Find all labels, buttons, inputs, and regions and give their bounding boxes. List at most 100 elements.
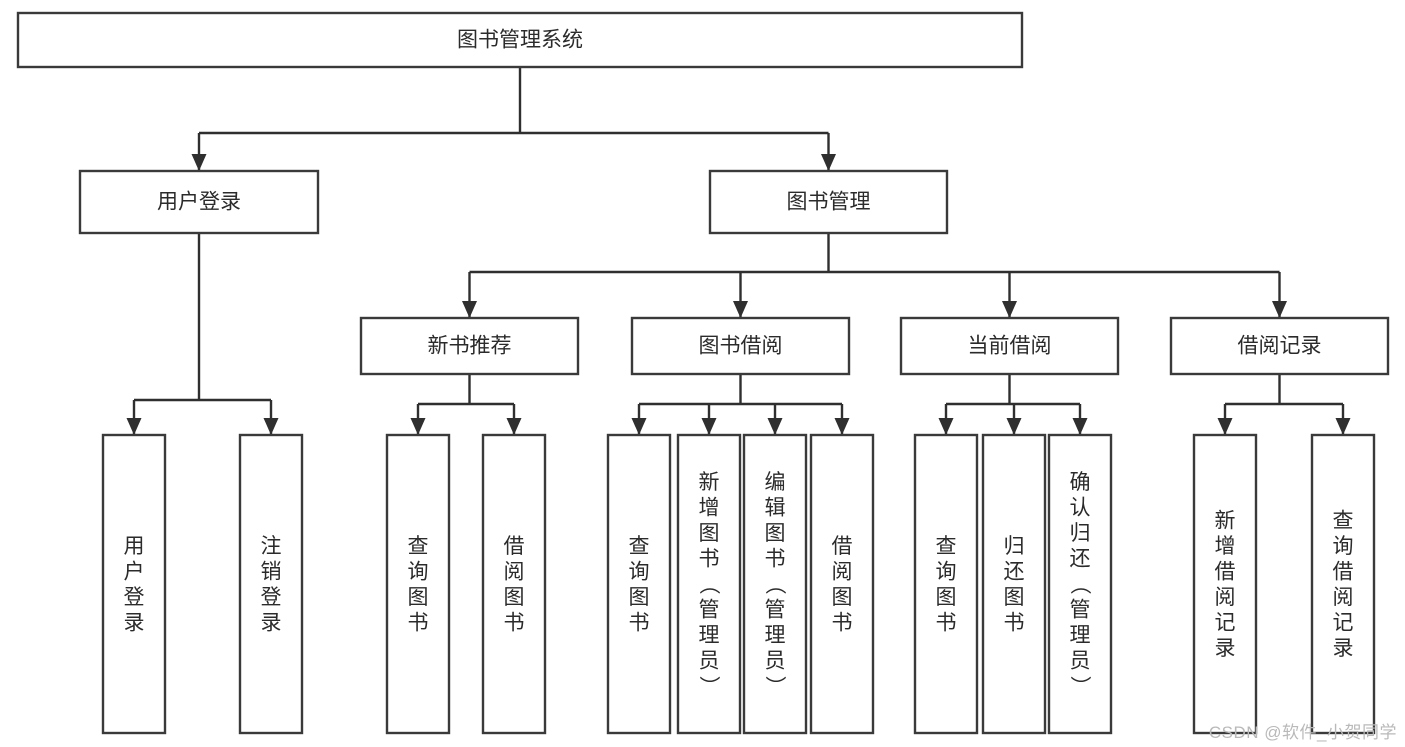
node-label-char: 归 xyxy=(1004,535,1025,558)
node-label-char: ） xyxy=(763,676,786,697)
node-label-char: 书 xyxy=(832,611,853,634)
node-label-char: 图 xyxy=(504,586,525,609)
conn-borrow-record-arrow-0 xyxy=(1217,418,1233,435)
node-label-char: 记 xyxy=(1333,611,1354,634)
node-label-char: 图 xyxy=(629,586,650,609)
node-label-char: 询 xyxy=(408,560,429,583)
node-box-leaf-add-borrow-record xyxy=(1192,433,1258,735)
conn-new-book-recommend-arrow-0 xyxy=(410,418,426,435)
node-leaf-user-login[interactable]: 用户登录 xyxy=(101,433,167,735)
node-new-book-recommend[interactable]: 新书推荐 xyxy=(359,316,580,376)
node-label-char: 注 xyxy=(261,535,282,558)
node-box-current-borrow xyxy=(899,316,1120,376)
node-label-char: 理 xyxy=(1070,624,1091,647)
node-label-char: 书 xyxy=(765,548,786,571)
node-box-leaf-confirm-return-admin xyxy=(1047,433,1113,735)
node-label-char: 记 xyxy=(1215,611,1236,634)
node-label-char: 登 xyxy=(261,586,282,609)
node-box-leaf-query-borrow-record xyxy=(1310,433,1376,735)
node-label-char: 阅 xyxy=(1215,586,1236,609)
conn-new-book-recommend-arrow-1 xyxy=(506,418,522,435)
node-label-root: 图书管理系统 xyxy=(457,29,583,52)
conn-book-borrow-arrow-2 xyxy=(767,418,783,435)
node-label-char: 销 xyxy=(261,560,282,583)
node-root[interactable]: 图书管理系统 xyxy=(16,11,1024,69)
conn-book-management-arrow-2 xyxy=(1002,301,1017,318)
node-label-char: 录 xyxy=(124,611,145,634)
node-label-char: 管 xyxy=(765,599,786,622)
conn-book-management-arrow-0 xyxy=(462,301,477,318)
node-box-leaf-return-book xyxy=(981,433,1047,735)
node-box-leaf-borrow-book-recommend xyxy=(481,433,547,735)
node-label-char: 确 xyxy=(1070,471,1091,494)
node-borrow-record[interactable]: 借阅记录 xyxy=(1169,316,1390,376)
node-box-user-login xyxy=(78,169,320,235)
node-box-leaf-edit-book-admin xyxy=(742,433,808,735)
node-label-char: 员 xyxy=(699,650,720,673)
node-user-login[interactable]: 用户登录 xyxy=(78,169,320,235)
node-box-leaf-query-book-recommend xyxy=(385,433,451,735)
node-box-book-management xyxy=(708,169,949,235)
node-label-char: （ xyxy=(1068,574,1091,595)
node-label-char: 书 xyxy=(936,611,957,634)
node-label-char: （ xyxy=(763,574,786,595)
node-label-char: 认 xyxy=(1070,497,1091,520)
conn-current-borrow-arrow-0 xyxy=(938,418,954,435)
node-boxes-layer: 图书管理系统用户登录图书管理新书推荐图书借阅当前借阅借阅记录用户登录注销登录查询… xyxy=(16,11,1390,735)
node-label-char: 理 xyxy=(765,624,786,647)
node-label-char: 书 xyxy=(629,611,650,634)
node-book-borrow[interactable]: 图书借阅 xyxy=(630,316,851,376)
node-box-leaf-user-login xyxy=(101,433,167,735)
node-label-borrow-record: 借阅记录 xyxy=(1238,335,1322,358)
node-label-char: 阅 xyxy=(504,560,525,583)
node-label-char: 还 xyxy=(1070,548,1091,571)
conn-root-arrow-0 xyxy=(191,154,207,171)
node-label-char: 借 xyxy=(504,535,525,558)
conn-borrow-record-arrow-1 xyxy=(1335,418,1351,435)
node-label-book-borrow: 图书借阅 xyxy=(699,335,783,358)
node-box-leaf-borrow-book xyxy=(809,433,875,735)
node-label-char: 图 xyxy=(936,586,957,609)
node-label-char: 录 xyxy=(1215,637,1236,660)
node-label-char: 新 xyxy=(699,471,720,494)
node-label-char: 新 xyxy=(1215,509,1236,532)
node-current-borrow[interactable]: 当前借阅 xyxy=(899,316,1120,376)
node-label-char: 书 xyxy=(1004,611,1025,634)
node-box-leaf-query-book-borrow xyxy=(606,433,672,735)
node-box-root xyxy=(16,11,1024,69)
node-label-char: 书 xyxy=(408,611,429,634)
node-label-char: 理 xyxy=(699,624,720,647)
node-label-char: 辑 xyxy=(765,497,786,520)
node-label-char: 管 xyxy=(699,599,720,622)
node-label-char: 查 xyxy=(629,535,650,558)
conn-current-borrow-arrow-2 xyxy=(1072,418,1088,435)
node-label-char: 用 xyxy=(124,535,145,558)
node-label-char: 借 xyxy=(1333,560,1354,583)
node-label-char: 询 xyxy=(936,560,957,583)
node-label-char: 阅 xyxy=(832,560,853,583)
node-label-current-borrow: 当前借阅 xyxy=(968,335,1052,358)
node-label-char: 增 xyxy=(1215,535,1236,558)
conn-book-management-arrow-3 xyxy=(1272,301,1287,318)
node-label-char: 户 xyxy=(124,560,145,583)
node-label-char: 还 xyxy=(1004,560,1025,583)
node-label-char: 询 xyxy=(629,560,650,583)
node-label-char: 询 xyxy=(1333,535,1354,558)
node-book-management[interactable]: 图书管理 xyxy=(708,169,949,235)
node-label-char: 图 xyxy=(699,522,720,545)
node-label-char: 员 xyxy=(1070,650,1091,673)
